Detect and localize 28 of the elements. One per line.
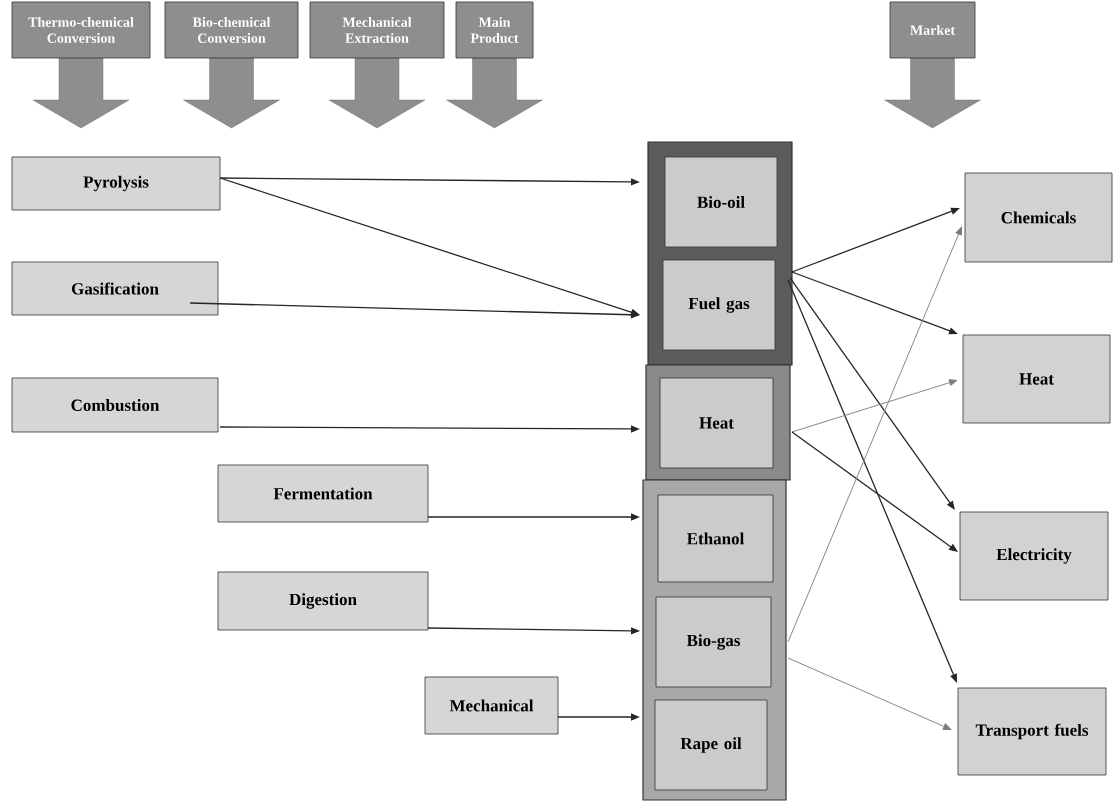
process-box: Pyrolysis	[11, 156, 221, 211]
market-box: Electricity	[959, 511, 1109, 601]
arrow	[787, 657, 952, 730]
process-box: Combustion	[11, 377, 219, 433]
header-arrow-box: Market	[884, 1, 981, 129]
product-box: Fuel gas	[662, 259, 776, 351]
header-arrow-box: Main Product	[446, 1, 543, 129]
arrow	[791, 379, 958, 433]
market-box: Transport fuels	[957, 687, 1107, 776]
header-arrow-box: Thermo-chemical Conversion	[11, 1, 151, 129]
arrow	[789, 277, 955, 510]
node-label: Market	[910, 25, 955, 35]
product-box: Ethanol	[657, 494, 774, 583]
market-box: Chemicals	[964, 172, 1113, 263]
header-arrow-box: Bio-chemical Conversion	[164, 1, 299, 129]
process-box: Mechanical	[424, 676, 559, 735]
arrow	[787, 226, 962, 643]
node-label: Main Product	[470, 17, 519, 43]
product-box: Bio-gas	[655, 596, 772, 688]
product-box: Bio-oil	[664, 156, 778, 248]
arrow	[791, 431, 958, 552]
product-box: Rape oil	[654, 699, 768, 791]
process-box: Digestion	[217, 571, 429, 631]
process-box: Gasification	[11, 261, 219, 316]
market-box: Heat	[962, 334, 1111, 424]
process-box: Fermentation	[217, 464, 429, 523]
product-box: Heat	[659, 377, 774, 469]
header-arrow-box: Mechanical Extraction	[309, 1, 445, 129]
